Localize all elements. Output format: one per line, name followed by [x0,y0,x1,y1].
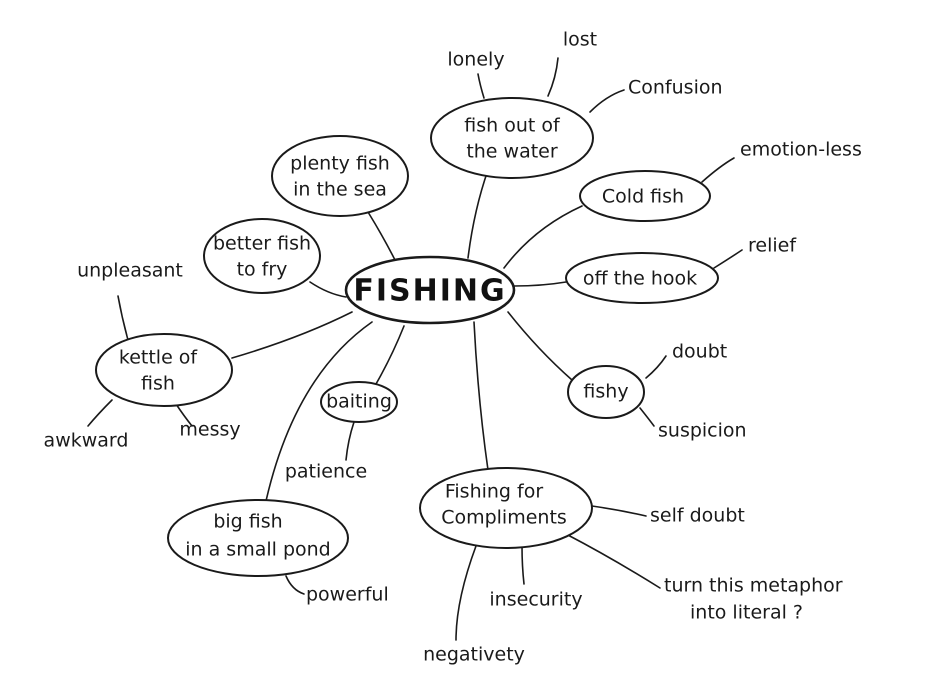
bubble-kettle-of-fish [95,333,233,407]
leaf-labels: lonely lost Confusion emotion-less relie… [44,29,862,666]
leaf-suspicion: suspicion [658,420,747,442]
leaf-confusion: Confusion [628,77,723,99]
bubble-baiting [320,381,398,423]
leaf-self-doubt: self doubt [650,505,745,527]
leaf-powerful: powerful [306,584,389,606]
leaf-negativity: negativety [423,644,525,666]
leaf-awkward: awkward [44,430,129,452]
edge-off-the-hook-relief [713,249,743,269]
bubble-better-fish [203,218,321,294]
node-kettle-of-fish: kettle of fish [95,333,233,407]
node-better-fish-line-1: better fish [213,233,311,255]
edge-fishy-doubt [645,355,667,379]
node-off-the-hook-label: off the hook [583,268,697,290]
leaf-messy: messy [179,419,240,441]
node-off-the-hook: off the hook [565,252,719,304]
edge-center-baiting [375,325,405,385]
edge-cold-fish-emotionless [701,157,735,183]
center-label: FISHING [353,274,506,309]
edge-center-big-fish [263,321,373,511]
edge-baiting-patience [345,421,355,461]
node-kettle-of-fish-line-1: kettle of [119,347,199,369]
edge-center-cold-fish [503,205,583,269]
node-plenty-fish: plenty fish in the sea [271,135,409,217]
bubble-fish-out-of-water [430,97,594,179]
edge-center-fish-out-of-water [467,169,489,259]
bubble-fishing-compliments [419,467,593,549]
node-fishing-compliments-line-2: Compliments [441,507,567,529]
leaf-insecurity: insecurity [489,589,582,611]
leaf-doubt: doubt [672,341,727,363]
edge-compliments-self-doubt [591,505,647,517]
edge-center-off-the-hook [513,281,567,287]
connectors [87,57,743,641]
leaf-patience: patience [285,461,367,483]
leaf-unpleasant: unpleasant [77,260,183,282]
leaf-lonely: lonely [447,49,504,71]
edge-kettle-awkward [87,399,113,427]
center-node: FISHING [344,255,516,325]
node-better-fish: better fish to fry [203,218,321,294]
node-fishy-label: fishy [583,381,628,403]
node-baiting-label: baiting [326,391,392,413]
edge-compliments-negativity [455,545,477,641]
leaf-lost: lost [563,29,597,51]
leaf-turn-metaphor-line-2: into literal ? [690,602,803,624]
bubble-plenty-fish [271,135,409,217]
bubble-big-fish [167,499,349,577]
node-fish-out-of-water-line-2: the water [466,141,558,163]
edge-kettle-unpleasant [117,295,129,341]
edge-center-kettle [231,311,353,359]
node-big-fish-line-1: big fish [213,511,282,533]
edge-center-better-fish [309,281,347,298]
bubble-cold-fish [579,170,711,222]
node-plenty-fish-line-1: plenty fish [290,153,390,175]
node-baiting: baiting [320,381,398,423]
node-big-fish: big fish in a small pond [167,499,349,577]
node-fish-out-of-water: fish out of the water [430,97,594,179]
node-fishing-compliments-line-1: Fishing for [445,481,544,503]
edge-center-fishy [507,311,573,381]
center-bubble [344,255,516,325]
node-cold-fish: Cold fish [579,170,711,222]
edge-fish-out-of-water-confusion [589,89,625,113]
edge-center-plenty-fish [367,211,397,263]
node-plenty-fish-line-2: in the sea [293,179,387,201]
node-fishy: fishy [567,365,645,419]
node-better-fish-line-2: to fry [237,259,288,281]
edge-big-fish-powerful [285,575,305,595]
edge-fish-out-of-water-lost [547,57,559,97]
leaf-emotionless: emotion-less [740,139,862,161]
leaf-turn-metaphor-line-1: turn this metaphor [664,575,843,597]
node-kettle-of-fish-line-2: fish [141,373,175,395]
edge-compliments-insecurity [521,545,525,585]
node-big-fish-line-2: in a small pond [185,539,330,561]
bubble-off-the-hook [565,252,719,304]
node-fishing-compliments: Fishing for Compliments [419,467,593,549]
leaf-relief: relief [748,235,797,257]
node-cold-fish-label: Cold fish [602,186,684,208]
node-fish-out-of-water-line-1: fish out of [464,115,561,137]
edge-fish-out-of-water-lonely [477,73,485,99]
edge-fishy-suspicion [639,407,655,427]
edge-compliments-turn-metaphor [565,533,661,589]
edge-center-fishing-compliments [473,321,489,471]
bubble-fishy [567,365,645,419]
